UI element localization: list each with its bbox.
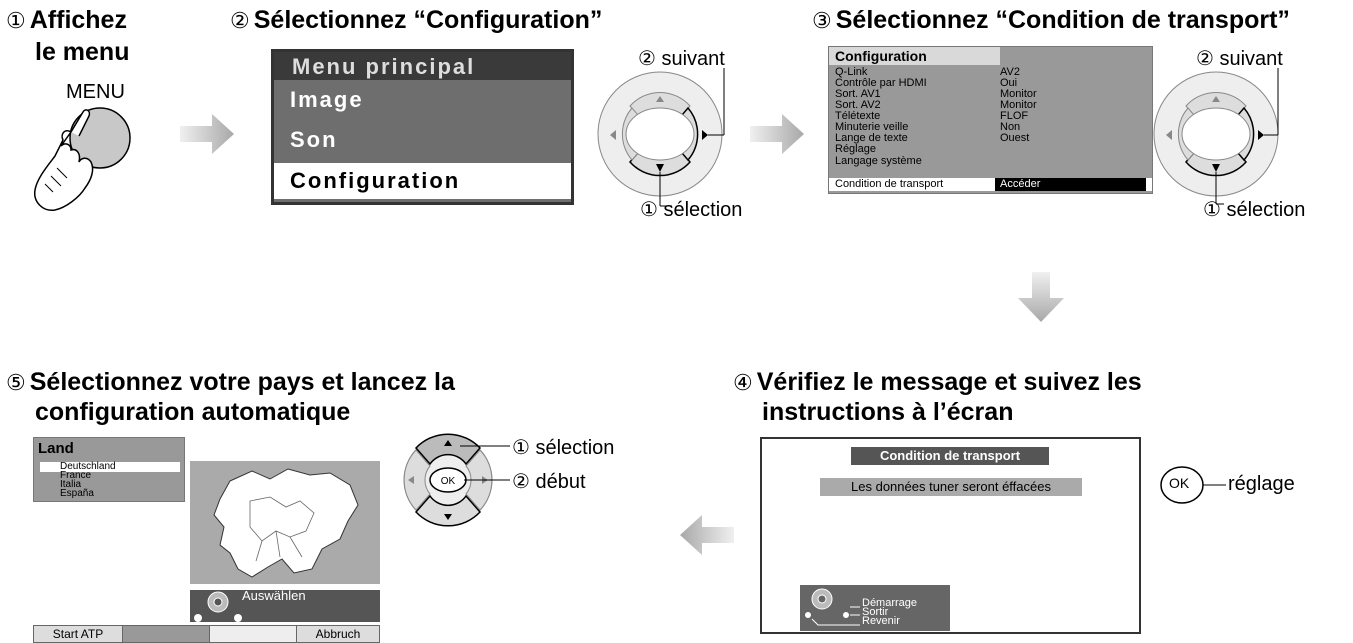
menu-item-configuration[interactable]: Configuration: [274, 163, 571, 199]
start-atp-button[interactable]: Start ATP: [34, 626, 123, 642]
config-row-value: AV2: [1000, 66, 1020, 78]
menu-item-son[interactable]: Son: [290, 127, 338, 152]
flow-arrow-down-icon: [1018, 272, 1064, 322]
config-value-acceder[interactable]: Accéder: [995, 178, 1146, 191]
config-row-value: Ouest: [1000, 132, 1030, 144]
config-title: Configuration: [829, 47, 1000, 65]
config-row-label[interactable]: Télétexte: [835, 110, 881, 122]
country-item[interactable]: España: [60, 488, 94, 499]
step4-title-line2: instructions à l’écran: [762, 398, 1014, 426]
flow-arrow-icon: [180, 114, 234, 154]
nav-dpad-icon: [805, 588, 860, 626]
label-suivant: ② suivant: [638, 48, 725, 70]
country-item[interactable]: Deutschland: [60, 461, 116, 472]
label-debut: ② début: [512, 471, 586, 493]
config-row-value: Oui: [1000, 77, 1018, 89]
label-selection: ① sélection: [640, 199, 743, 221]
country-item[interactable]: France: [60, 470, 92, 481]
remote-dpad-icon: [597, 68, 725, 207]
configuration-menu-screen: Configuration Q-Link AV2 Contrôle par HD…: [828, 46, 1153, 194]
europe-map-image: [190, 461, 380, 584]
remote-ok-dpad-icon: OK: [403, 433, 510, 527]
config-row-label[interactable]: Langage système: [835, 155, 922, 167]
ok-button-icon[interactable]: [1158, 463, 1226, 507]
nav-sortir: Sortir: [862, 606, 889, 618]
step1-title-line2: le menu: [35, 38, 130, 66]
label-selection: ① sélection: [512, 437, 615, 459]
main-menu-screen: Menu principal Image Son Configuration: [271, 49, 574, 205]
abbruch-button[interactable]: Abbruch: [297, 626, 379, 642]
config-row-label[interactable]: Sort. AV1: [835, 88, 881, 100]
ok-button-glyph[interactable]: OK: [441, 476, 456, 487]
flow-arrow-icon: [750, 114, 804, 154]
flow-arrow-left-icon: [680, 515, 734, 555]
config-row-value: Monitor: [1000, 88, 1037, 100]
navigation-hint-panel: Auswählen: [190, 588, 380, 622]
remote-dpad-icon: [1153, 68, 1279, 205]
europe-map-icon: [213, 468, 359, 578]
ok-label: OK: [1169, 475, 1190, 491]
hand-pressing-menu-icon: [34, 107, 131, 211]
step5-title-line2: configuration automatique: [35, 398, 351, 426]
transport-title: Condition de transport: [851, 447, 1049, 465]
land-title: Land: [38, 440, 74, 457]
transport-nav-panel: Démarrage Sortir Revenir: [800, 585, 950, 631]
config-row-condition-transport[interactable]: Condition de transport: [835, 178, 944, 190]
config-row-label[interactable]: Minuterie veille: [835, 121, 909, 133]
transport-screen: Condition de transport Les données tuner…: [760, 437, 1141, 634]
land-menu-screen: Land Deutschland France Italia España: [33, 437, 185, 502]
config-row-label[interactable]: Sort. AV2: [835, 99, 881, 111]
country-item[interactable]: Italia: [60, 479, 82, 490]
menu-item-image[interactable]: Image: [290, 87, 364, 112]
nav-dpad-icon: [194, 591, 242, 622]
config-row-value: FLOF: [1000, 110, 1029, 122]
atp-action-bar: Start ATP Abbruch: [33, 625, 380, 643]
config-row-value: Monitor: [1000, 99, 1037, 111]
config-row-label[interactable]: Q-Link: [835, 66, 868, 78]
label-suivant: ② suivant: [1196, 48, 1283, 70]
label-selection: ① sélection: [1203, 199, 1306, 221]
main-menu-title: Menu principal: [274, 52, 571, 80]
nav-revenir: Revenir: [862, 615, 900, 627]
config-row-label[interactable]: Lange de texte: [835, 132, 908, 144]
auswahlen-label: Auswählen: [242, 588, 306, 603]
config-row-value: Non: [1000, 121, 1021, 133]
config-row-label[interactable]: Contrôle par HDMI: [835, 77, 927, 89]
menu-button-label: MENU: [66, 81, 125, 103]
nav-demarrage: Démarrage: [862, 597, 918, 609]
transport-message: Les données tuner seront éffacées: [820, 478, 1082, 496]
label-reglage: réglage: [1228, 473, 1295, 495]
config-row-label[interactable]: Réglage: [835, 143, 876, 155]
